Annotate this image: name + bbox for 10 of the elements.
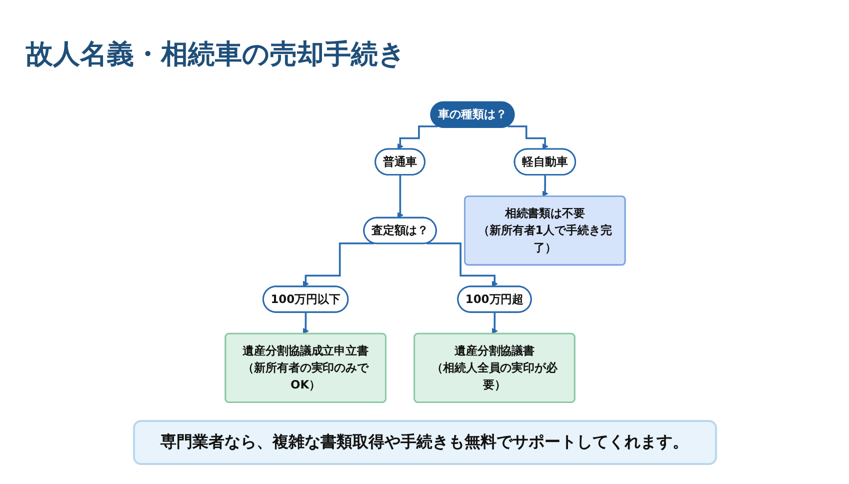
arrow [396,174,404,218]
arrow [302,312,309,334]
title: 故人名義・相続車の売却手続き [26,38,406,72]
arrow [302,242,374,287]
arrow [508,125,548,150]
note-banner: 専門業者なら、複雑な書類取得や手続きも無料でサポートしてくれます。 [132,420,716,465]
arrow [542,174,548,197]
arrow [491,312,498,334]
arrow [426,242,498,287]
arrow [396,125,438,150]
